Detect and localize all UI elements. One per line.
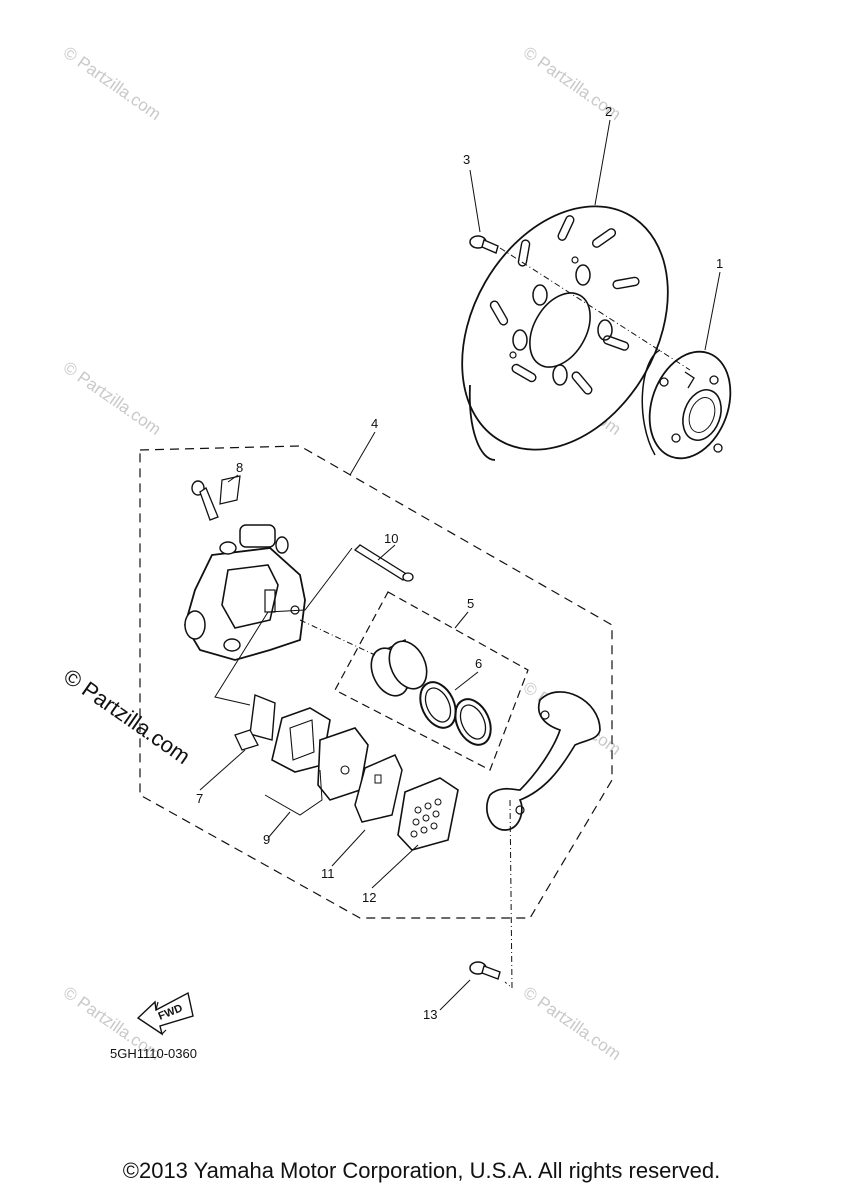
leader-lines (199, 119, 721, 1011)
assembly-lines (214, 547, 353, 816)
watermark-text: © Partzilla.com (520, 983, 625, 1064)
callout-9: 9 (263, 832, 270, 847)
piston-kit-boundary (334, 591, 529, 771)
callout-8: 8 (236, 460, 243, 475)
callout-10: 10 (384, 531, 398, 546)
callout-4: 4 (371, 416, 378, 431)
brake-caliper (184, 524, 306, 661)
bracket-bolt (469, 961, 501, 980)
watermark-text: © Partzilla.com (60, 358, 165, 439)
callout-2: 2 (605, 104, 612, 119)
callout-12: 12 (362, 890, 376, 905)
caliper-piston (370, 639, 428, 697)
watermark-text: © Partzilla.com (60, 43, 165, 124)
alignment-lines (299, 247, 691, 990)
diagram-code: 5GH1110-0360 (110, 1046, 197, 1061)
brake-pad-outer (397, 777, 459, 851)
callout-7: 7 (196, 791, 203, 806)
watermark-main: © Partzilla.com (59, 664, 195, 770)
wheel-hub (641, 349, 732, 460)
brake-disc (461, 205, 669, 461)
pad-shim (354, 754, 403, 823)
callout-13: 13 (423, 1007, 437, 1022)
callout-3: 3 (463, 152, 470, 167)
callout-11: 11 (321, 866, 335, 881)
pad-pin (353, 544, 414, 582)
callout-1: 1 (716, 256, 723, 271)
disc-bolt (469, 235, 499, 254)
watermark-group: © Partzilla.com © Partzilla.com © Partzi… (60, 43, 625, 1064)
callouts: 1 2 3 4 5 6 7 8 9 10 11 12 13 (196, 104, 723, 1022)
bleed-screw (191, 475, 241, 521)
caliper-bracket (486, 691, 601, 831)
piston-seal-kit (419, 681, 492, 746)
callout-6: 6 (475, 656, 482, 671)
fwd-arrow: FWD (136, 991, 194, 1036)
caliper-assembly-boundary (139, 445, 613, 919)
callout-5: 5 (467, 596, 474, 611)
copyright-footer: ©2013 Yamaha Motor Corporation, U.S.A. A… (122, 1158, 721, 1183)
pad-support-clip (234, 694, 276, 751)
brake-pad-inner (271, 707, 369, 801)
